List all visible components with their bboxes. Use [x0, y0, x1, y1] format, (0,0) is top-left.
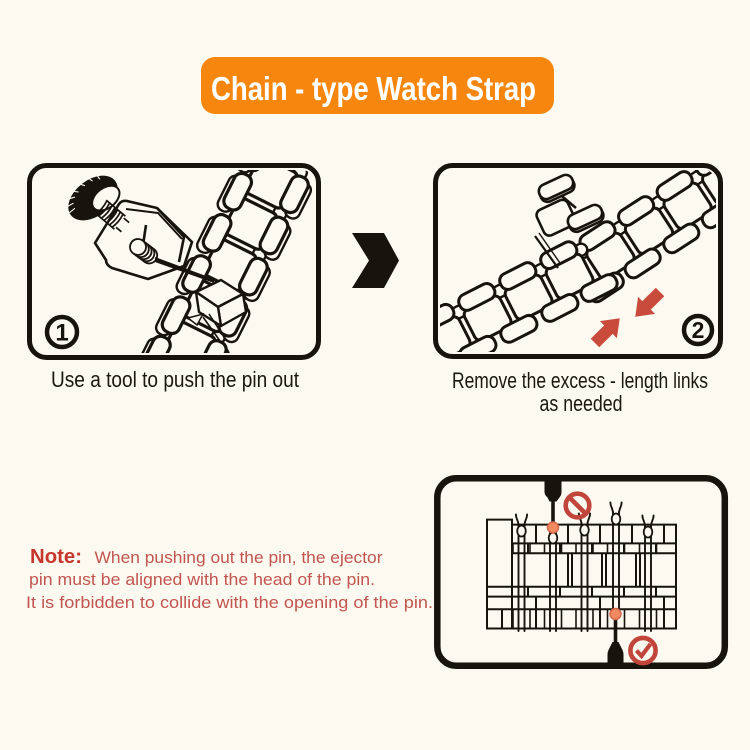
svg-text:1: 1 — [55, 320, 68, 347]
svg-text:Chain - type Watch Strap: Chain - type Watch Strap — [211, 70, 536, 107]
svg-text:It is forbidden to collide wit: It is forbidden to collide with the open… — [26, 593, 433, 612]
svg-text:Note:: Note: — [30, 546, 82, 568]
svg-text:2: 2 — [692, 317, 705, 343]
svg-text:Use a tool to push the pin out: Use a tool to push the pin out — [51, 367, 299, 392]
svg-text:When pushing out the pin, the: When pushing out the pin, the ejector — [95, 548, 383, 567]
svg-text:as needed: as needed — [540, 391, 623, 416]
svg-text:pin must be aligned with the h: pin must be aligned with the head of the… — [29, 570, 375, 589]
svg-text:Remove the excess - length lin: Remove the excess - length links — [452, 368, 708, 393]
